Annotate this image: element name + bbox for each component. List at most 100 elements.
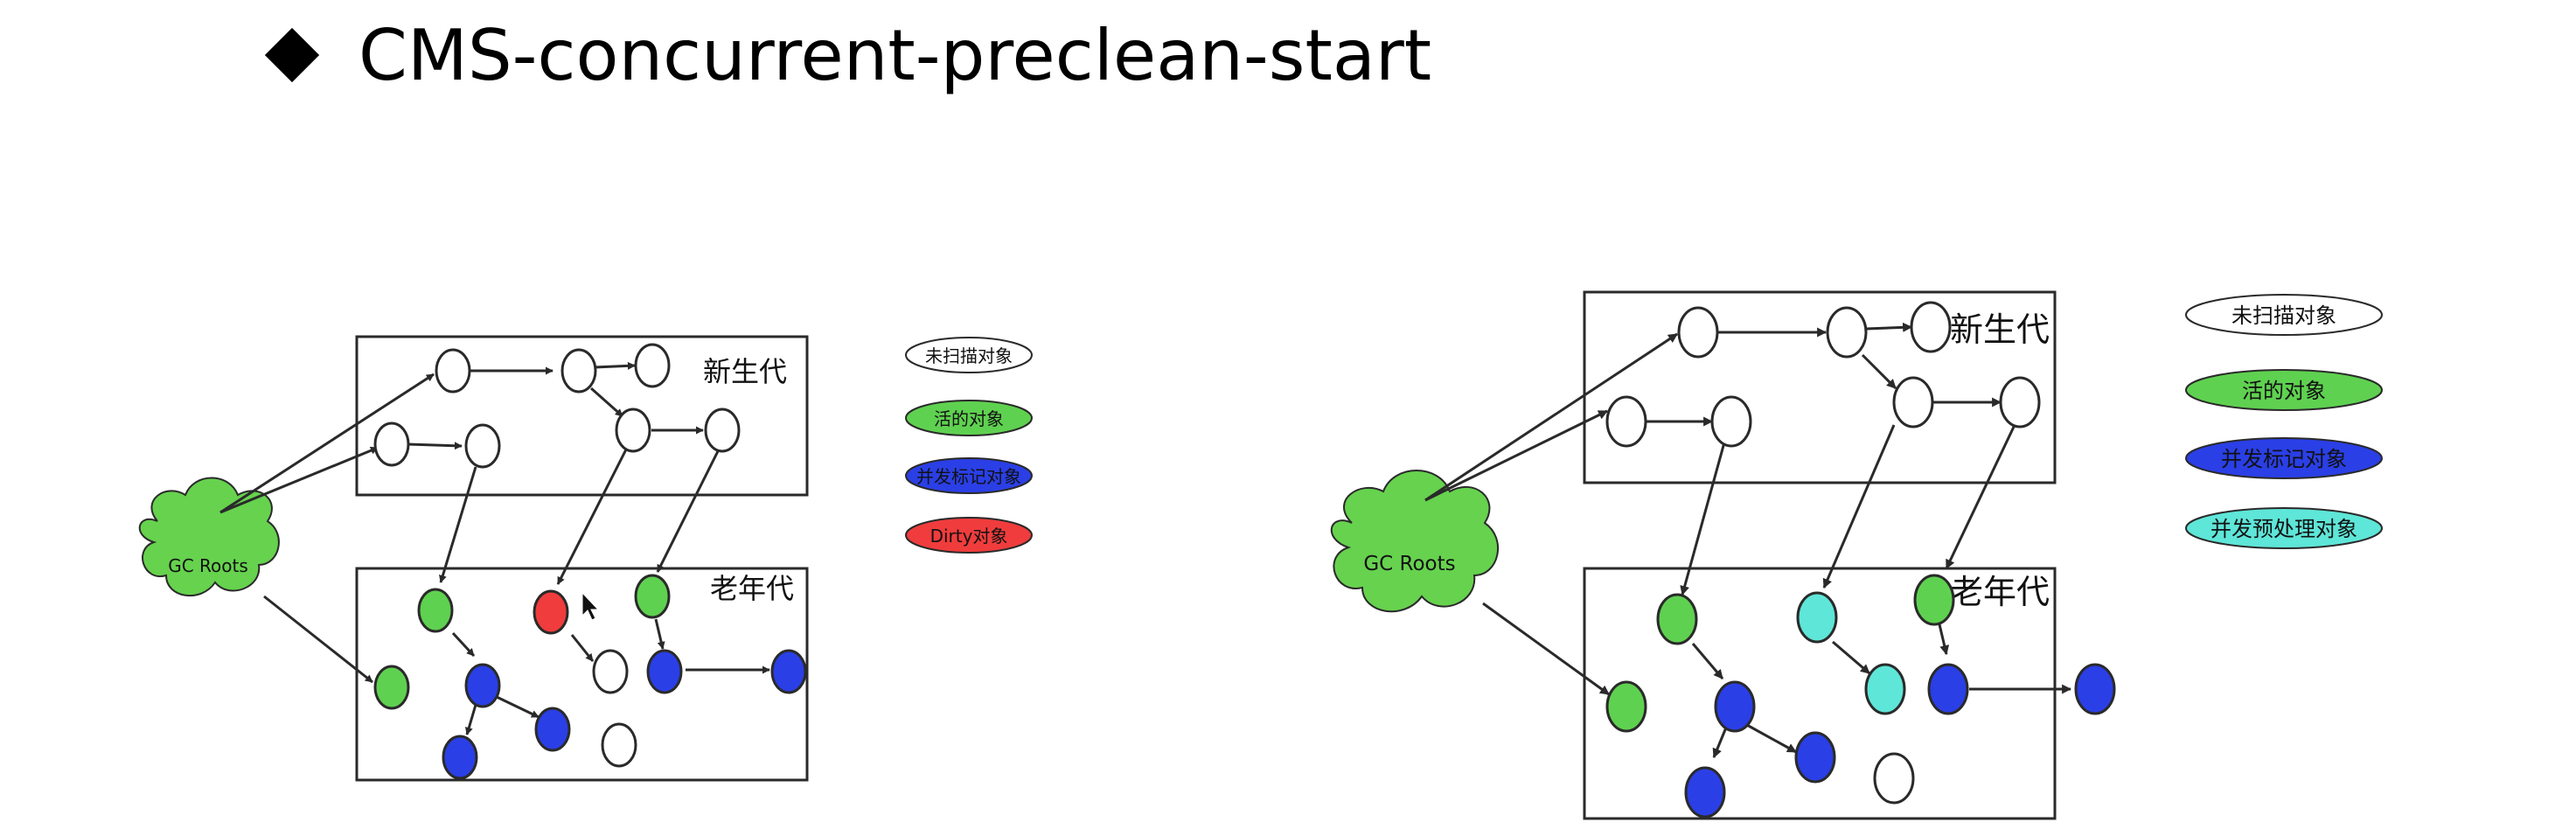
left-legend-label: 活的对象	[934, 408, 1004, 429]
right-young-gen-box	[1583, 290, 2057, 484]
title-text: CMS-concurrent-preclean-start	[359, 14, 1432, 96]
right-old-gen-box	[1583, 567, 2057, 820]
right-edge	[1945, 424, 2016, 569]
right-edge	[1712, 727, 1728, 759]
right-node-unscanned	[1999, 376, 2041, 428]
left-nodes	[373, 343, 807, 780]
left-edge	[451, 631, 476, 658]
right-nodes	[1605, 301, 2116, 819]
right-legend: 未扫描对象 活的对象 并发标记对象 并发预处理对象	[2185, 294, 2383, 549]
right-node-marked	[1684, 766, 1726, 819]
left-legend-swatch-dirty	[905, 517, 1033, 554]
right-edge	[1744, 722, 1797, 754]
left-node-marked	[442, 735, 478, 780]
left-edge	[219, 446, 379, 514]
right-gc-roots-label: GC Roots	[1363, 553, 1455, 575]
left-edge	[570, 634, 595, 662]
right-node-unscanned	[1873, 752, 1915, 805]
left-node-unscanned	[704, 408, 741, 453]
slide-title: CMS-concurrent-preclean-start	[264, 7, 1432, 103]
right-gc-roots-cloud	[1330, 470, 1499, 613]
left-node-unscanned	[464, 423, 501, 469]
left-edge	[464, 704, 477, 735]
right-edge	[1680, 442, 1726, 596]
left-node-live	[373, 665, 410, 710]
left-node-unscanned	[601, 722, 637, 768]
left-legend: 未扫描对象 活的对象 并发标记对象 Dirty对象	[905, 337, 1033, 554]
left-node-unscanned	[373, 421, 410, 467]
left-legend-swatch-unscanned	[905, 337, 1033, 373]
left-node-marked	[534, 707, 571, 752]
right-node-unscanned	[1826, 306, 1868, 359]
left-edge	[556, 449, 628, 585]
right-edge	[1822, 424, 1896, 589]
right-edge	[1691, 643, 1724, 679]
left-old-gen-label: 老年代	[710, 572, 794, 605]
left-legend-swatch-marked	[905, 457, 1033, 494]
right-node-unscanned	[1892, 376, 1934, 428]
right-legend-swatch-live	[2185, 369, 2383, 411]
left-node-live	[417, 588, 454, 633]
left-node-unscanned	[560, 348, 597, 394]
right-edge	[1482, 602, 1610, 696]
right-node-marked	[2074, 663, 2116, 715]
right-legend-swatch-precleaned	[2185, 507, 2383, 549]
left-edge	[494, 694, 540, 719]
left-edge	[654, 618, 665, 650]
right-node-unscanned	[1910, 301, 1952, 353]
right-old-gen-label: 老年代	[1950, 573, 2050, 611]
right-node-precleaned	[1796, 591, 1838, 644]
right-edge	[1865, 322, 1913, 332]
left-edge	[219, 373, 435, 514]
left-legend-label: 未扫描对象	[925, 345, 1013, 366]
right-young-gen-label: 新生代	[1950, 310, 2050, 349]
right-edge	[1861, 353, 1897, 390]
right-edge	[1424, 409, 1608, 502]
left-edge	[439, 466, 477, 583]
right-legend-label: 并发预处理对象	[2210, 517, 2357, 541]
left-edge	[594, 361, 636, 370]
left-gc-roots-label: GC Roots	[168, 555, 248, 576]
right-edge	[1832, 640, 1870, 675]
left-node-marked	[770, 649, 807, 694]
left-legend-label: Dirty对象	[930, 526, 1008, 547]
right-edge	[1938, 624, 1950, 656]
right-node-marked	[1794, 731, 1836, 784]
left-edge	[263, 595, 373, 684]
mouse-cursor-icon	[581, 591, 600, 621]
right-node-marked	[1714, 680, 1756, 733]
left-node-marked	[646, 649, 683, 694]
left-edges	[219, 361, 770, 735]
left-node-unscanned	[615, 408, 651, 453]
left-diagram: 新生代 老年代 GC Roots	[138, 335, 1033, 782]
right-diagram: 新生代 老年代 GC Roots	[1330, 290, 2383, 820]
left-node-marked	[464, 663, 501, 708]
right-node-unscanned	[1710, 395, 1752, 448]
right-legend-label: 并发标记对象	[2221, 447, 2347, 471]
right-node-unscanned	[1677, 306, 1719, 359]
left-edge	[590, 387, 623, 418]
left-node-dirty	[533, 589, 569, 635]
left-young-gen-box	[355, 335, 809, 497]
right-node-marked	[1927, 663, 1969, 715]
left-edge	[656, 449, 721, 573]
right-legend-swatch-unscanned	[2185, 294, 2383, 336]
right-node-live	[1605, 680, 1647, 733]
left-node-unscanned	[592, 649, 629, 694]
left-young-gen-label: 新生代	[703, 355, 787, 388]
left-gc-roots-cloud	[138, 477, 280, 597]
left-node-live	[634, 574, 671, 619]
right-legend-label: 未扫描对象	[2231, 303, 2336, 328]
right-node-live	[1656, 593, 1698, 645]
left-node-unscanned	[435, 348, 471, 394]
right-legend-swatch-marked	[2185, 437, 2383, 479]
right-node-precleaned	[1864, 663, 1906, 715]
left-edge	[407, 442, 463, 450]
left-node-unscanned	[634, 343, 671, 388]
right-edges	[1424, 322, 2072, 759]
right-node-unscanned	[1605, 395, 1647, 448]
left-old-gen-box	[355, 567, 809, 782]
right-legend-label: 活的对象	[2242, 379, 2326, 403]
left-legend-swatch-live	[905, 400, 1033, 436]
